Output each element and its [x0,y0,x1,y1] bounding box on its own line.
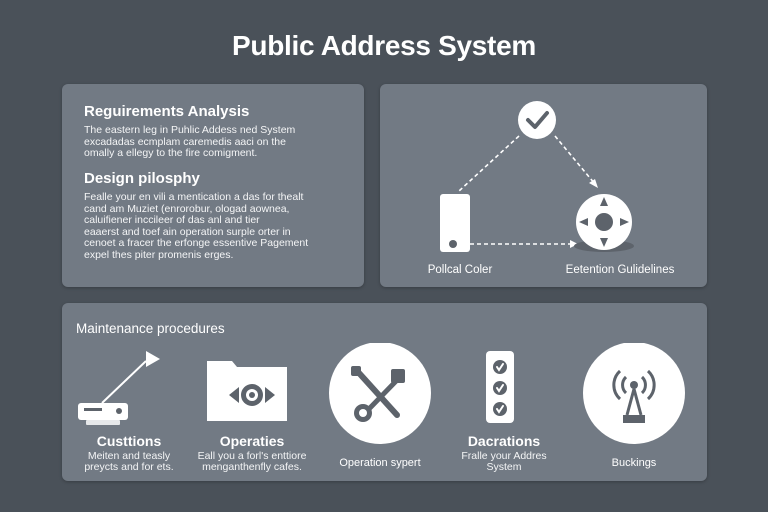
maintenance-label: Custtions [96,433,162,449]
maintenance-heading: Maintenance procedures [76,321,225,336]
maintenance-desc: Buckings [611,457,657,469]
maintenance-item-operation-sypert: Operation sypert [315,343,445,483]
flow-right-label: Eetention Gulidelines [565,264,675,276]
arrowhead-bottom [570,240,578,248]
flow-left-label: Pollcal Coler [427,264,493,276]
requirements-panel: Reguirements Analysis The eastern leg in… [62,84,364,287]
target-disc-icon [574,194,634,252]
check-circle-icon [518,101,556,139]
connector-right [554,135,596,185]
projector-icon [78,351,160,425]
maintenance-desc: Operation sypert [339,457,421,469]
maintenance-item-buckings: Buckings [569,343,699,483]
speaker-device-icon [440,194,470,252]
connector-left [458,135,520,192]
folder-speaker-icon [207,361,287,421]
tools-icon [329,343,431,444]
checklist-icon [486,351,514,423]
broadcast-icon [583,343,685,444]
maintenance-desc: Fralle your Addres System [461,450,547,473]
maintenance-label: Operaties [219,433,285,449]
design-heading: Design pilosphy [84,170,200,187]
maintenance-label: Dacrations [467,433,541,449]
maintenance-item-dacrations: Dacrations Fralle your Addres System [439,343,569,483]
maintenance-item-operaties: Operaties Eall you a forl's enttiore men… [187,343,317,483]
flow-diagram [440,101,634,252]
requirements-text: The eastern leg in Puhlic Addess ned Sys… [84,124,296,159]
requirements-heading: Reguirements Analysis [84,103,250,120]
flow-panel: Pollcal Coler Eetention Gulidelines [380,84,707,287]
page-title: Public Address System [232,30,536,61]
arrowhead-right [589,179,598,188]
maintenance-desc: Meiten and teasly preycts and for ets. [84,450,174,473]
maintenance-panel: Maintenance procedures Custtions Meiten … [62,303,707,481]
maintenance-item-custtions: Custtions Meiten and teasly preycts and … [64,343,194,483]
design-text: Fealle your en vili a mentication a das … [84,191,309,261]
maintenance-desc: Eall you a forl's enttiore menganthenfly… [197,450,307,473]
